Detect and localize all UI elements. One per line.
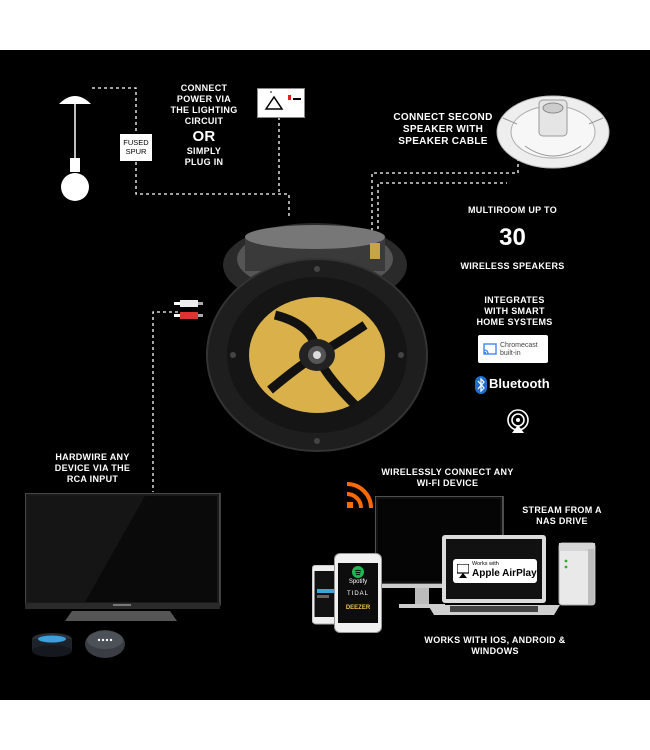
power-line-3: THE LIGHTING (170, 105, 238, 115)
multiroom-line-1: MULTIROOM UP TO (468, 205, 557, 215)
bluetooth-icon (475, 376, 487, 394)
wifi-line-2: WI-FI DEVICE (416, 478, 479, 488)
smart-home-label: INTEGRATES WITH SMART HOME SYSTEMS (467, 295, 562, 328)
multiroom-label: MULTIROOM UP TO (455, 205, 570, 216)
cast-icon (483, 343, 497, 355)
phone-ios: Spotify TIDAL DEEZER (334, 553, 382, 633)
rca-input-label: HARDWIRE ANY DEVICE VIA THE RCA INPUT (45, 452, 140, 485)
power-connection-label: CONNECT POWER VIA THE LIGHTING CIRCUIT O… (160, 83, 248, 168)
nas-label: STREAM FROM A NAS DRIVE (512, 505, 612, 527)
smart-speaker-icon-left (32, 633, 72, 657)
chromecast-badge: Chromecast built-in (478, 335, 548, 363)
chromecast-text-1: Chromecast (500, 342, 538, 349)
plug-line-1: SIMPLY (186, 146, 222, 156)
airplay-text: Apple AirPlay (472, 568, 537, 579)
platforms-line-1: WORKS WITH IOS, ANDROID & (424, 635, 566, 645)
rca-line-3: RCA INPUT (66, 474, 119, 484)
wall-socket-icon (257, 88, 305, 118)
bluetooth-text: Bluetooth (489, 376, 550, 391)
bluetooth-badge: Bluetooth (475, 375, 555, 395)
airplay-badge: Works with Apple AirPlay (453, 559, 537, 583)
tidal-text: TIDAL (346, 591, 369, 597)
airplay-badge-icon (457, 564, 469, 578)
second-speaker-line-3: SPEAKER CABLE (398, 136, 488, 147)
rca-line-1: HARDWIRE ANY (55, 452, 130, 462)
wifi-line-1: WIRELESSLY CONNECT ANY (381, 467, 514, 477)
multiroom-label-2: WIRELESS SPEAKERS (455, 261, 570, 272)
spotify-icon (352, 566, 364, 578)
ceiling-speaker-image (206, 223, 428, 452)
fused-spur-box: FUSED SPUR (120, 134, 152, 161)
second-speaker-line-1: CONNECT SECOND (393, 112, 493, 123)
smart-home-line-1: INTEGRATES (484, 295, 545, 305)
second-speaker-label: CONNECT SECOND SPEAKER WITH SPEAKER CABL… (378, 112, 508, 148)
nas-drive-image (558, 542, 596, 606)
wifi-icon (346, 482, 373, 509)
nas-line-2: NAS DRIVE (536, 516, 588, 526)
power-line-4: CIRCUIT (184, 116, 224, 126)
fused-spur-label-1: FUSED (123, 138, 149, 147)
power-line-1: CONNECT (180, 83, 228, 93)
airplay-icon (507, 409, 529, 433)
tv-image (25, 493, 221, 621)
wifi-device-label: WIRELESSLY CONNECT ANY WI-FI DEVICE (375, 467, 520, 489)
second-speaker-line-2: SPEAKER WITH (402, 124, 484, 135)
multiroom-line-2: WIRELESS SPEAKERS (460, 261, 565, 271)
power-line-2: POWER VIA (176, 94, 232, 104)
second-speaker-image (496, 95, 610, 169)
chromecast-text-2: built-in (500, 350, 521, 357)
or-label: OR (192, 128, 216, 145)
deezer-text: DEEZER (345, 605, 371, 611)
rca-line-2: DEVICE VIA THE (54, 463, 131, 473)
rca-cable-icon (174, 300, 203, 319)
platforms-line-2: WINDOWS (471, 646, 519, 656)
multiroom-count: 30 (499, 224, 526, 251)
platforms-label: WORKS WITH IOS, ANDROID & WINDOWS (410, 635, 580, 657)
fused-spur-label-2: SPUR (125, 147, 147, 156)
smart-home-line-2: WITH SMART (484, 306, 545, 316)
plug-line-2: PLUG IN (184, 157, 224, 167)
nas-line-1: STREAM FROM A (522, 505, 602, 515)
smart-speaker-icon-right (85, 630, 125, 658)
spotify-text: Spotify (348, 579, 368, 585)
diagram-canvas: FUSED SPUR CONNECT POWER VIA THE LIGHTIN… (0, 50, 650, 700)
airplay-small-text: Works with (472, 561, 499, 567)
phone-screen: Spotify TIDAL DEEZER (338, 563, 378, 623)
pendant-light-icon (59, 96, 91, 201)
smart-home-line-3: HOME SYSTEMS (476, 317, 553, 327)
